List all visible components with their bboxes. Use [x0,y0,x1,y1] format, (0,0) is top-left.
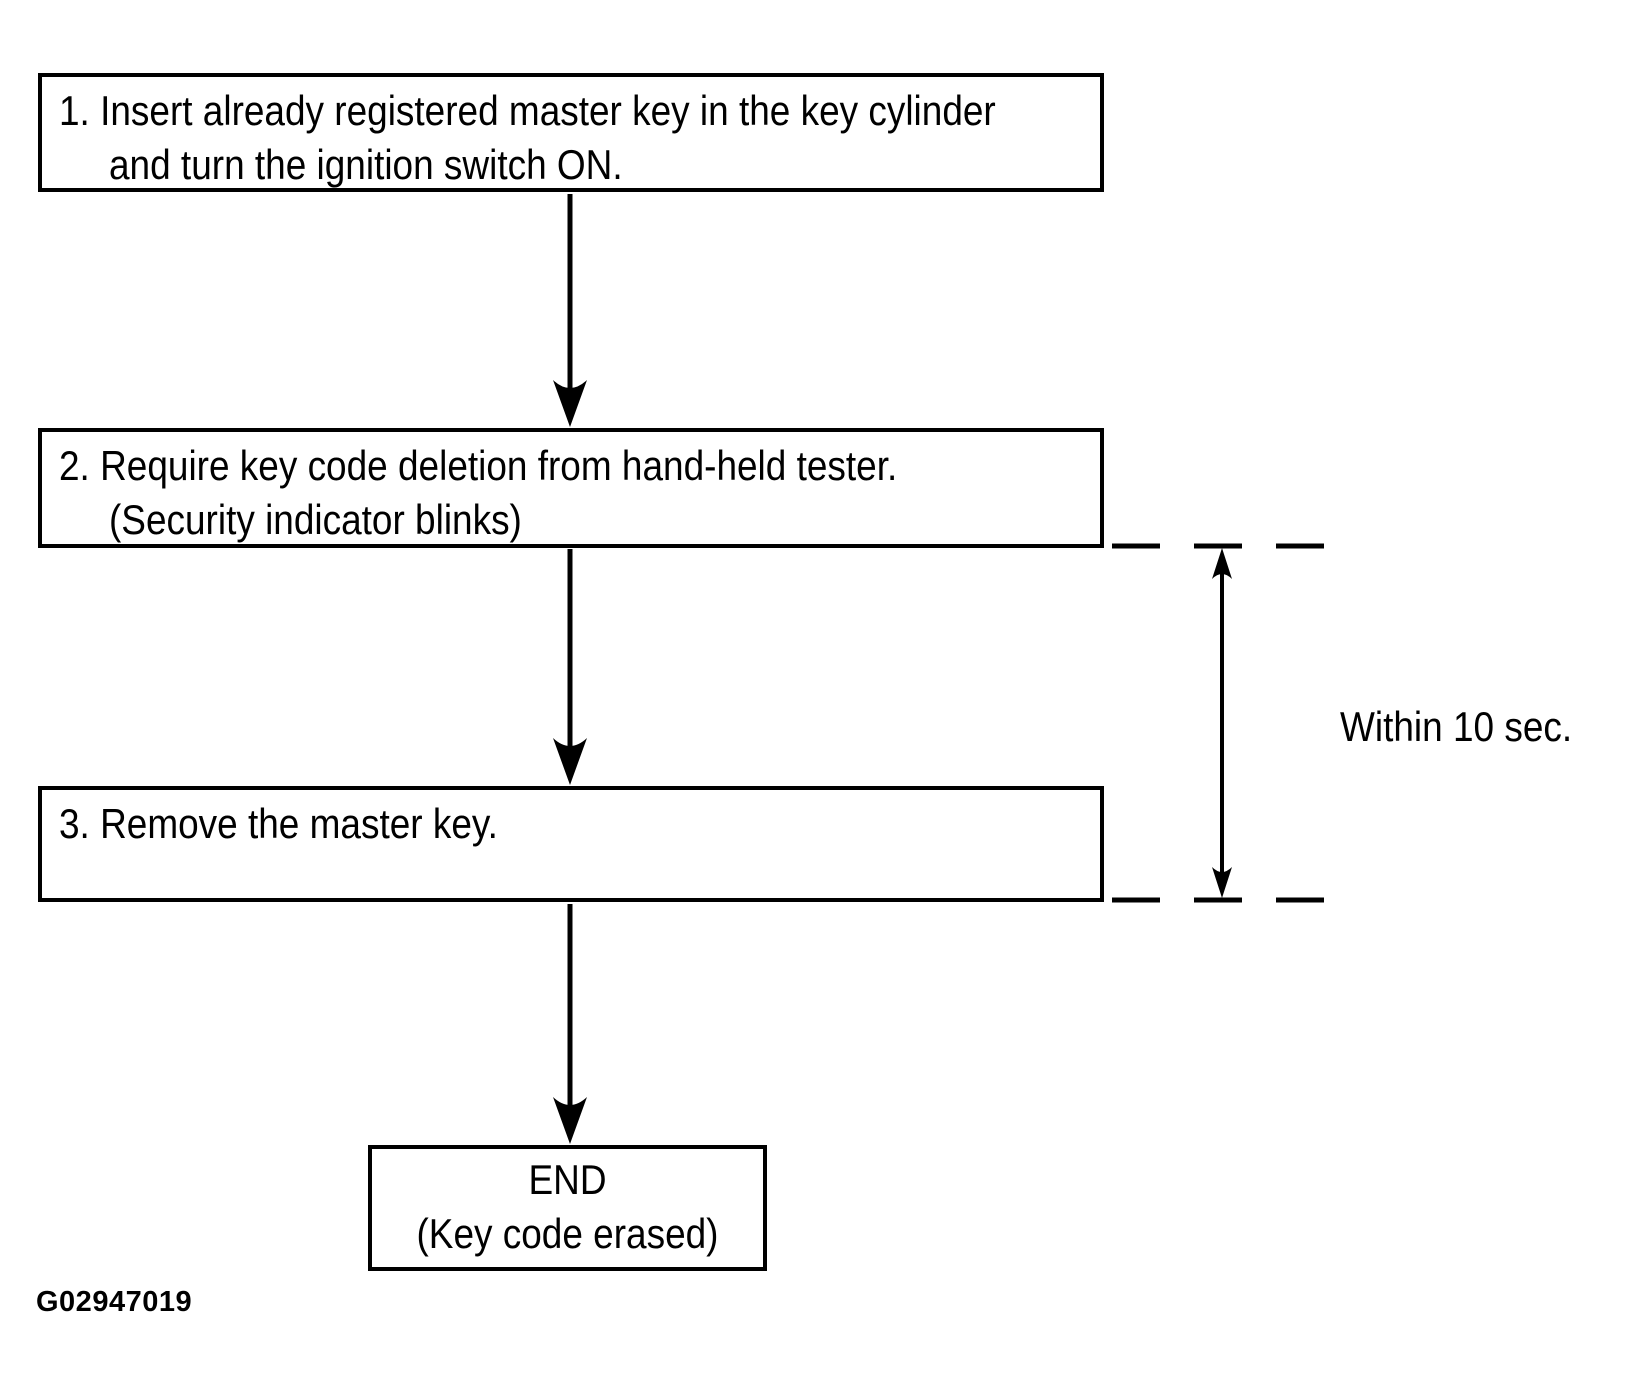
end-box: END (Key code erased) [368,1145,767,1271]
flow-arrow-step2-step3 [553,549,587,785]
step-box-3: 3. Remove the master key. [38,786,1104,902]
step-3-line-1: 3. Remove the master key. [59,800,498,847]
duration-arrowhead-up [1212,548,1232,579]
end-title: END [528,1156,607,1203]
within-duration-label: Within 10 sec. [1340,703,1573,750]
step-2-line-1: 2. Require key code deletion from hand-h… [59,442,898,489]
step-1-line-2: and turn the ignition switch ON. [109,141,623,188]
step-box-1: 1. Insert already registered master key … [38,73,1104,192]
flow-arrow-step3-end [553,904,587,1144]
step-1-line-1: 1. Insert already registered master key … [59,87,996,134]
step-box-2: 2. Require key code deletion from hand-h… [38,428,1104,548]
figure-code: G02947019 [36,1286,193,1318]
within-duration-bracket [1112,543,1334,903]
flow-arrow-step1-step2 [553,194,587,427]
duration-arrowhead-down [1212,867,1232,898]
end-subtitle: (Key code erased) [416,1210,719,1257]
step-2-line-2: (Security indicator blinks) [109,496,522,543]
